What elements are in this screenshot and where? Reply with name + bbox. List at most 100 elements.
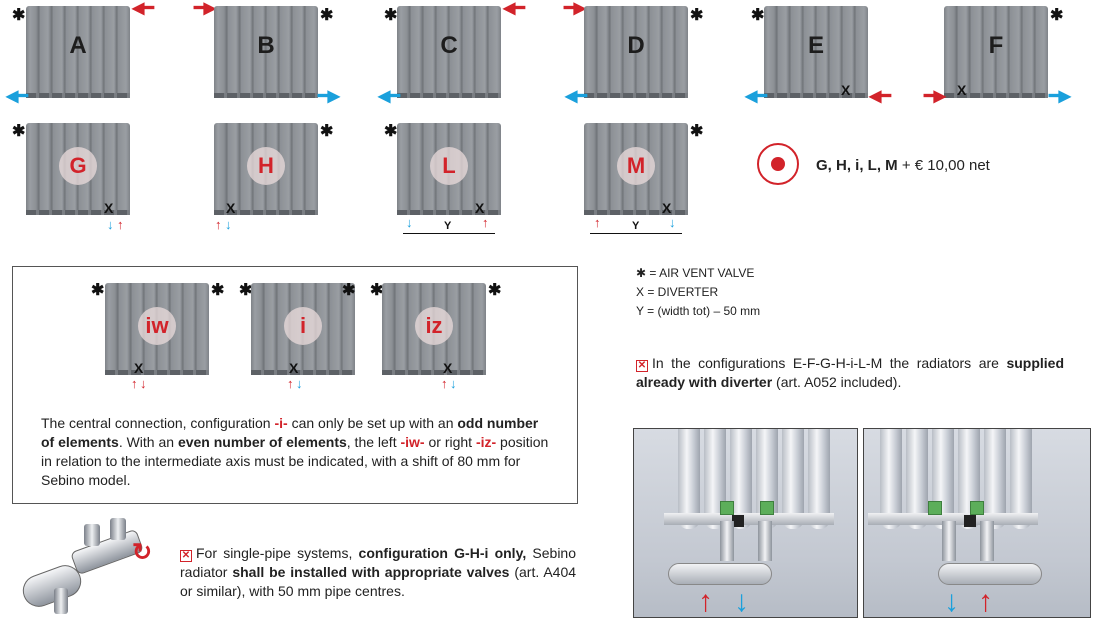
outlet-arrow-icon: ↓: [406, 215, 413, 230]
valve-product-image: ↻: [14, 518, 160, 616]
config-letter: L: [430, 147, 468, 185]
radiator: i: [251, 283, 355, 375]
outlet-arrow-icon: ↓: [734, 585, 749, 618]
inlet-arrow-icon: ↑: [698, 585, 713, 618]
price-badge-icon: [757, 143, 799, 185]
valve-note: ✕For single-pipe systems, configuration …: [180, 545, 577, 599]
radiator: B: [214, 6, 318, 98]
air-vent-icon: ✱: [384, 123, 398, 140]
config-letter: E: [807, 32, 824, 59]
diverter-mark: X: [226, 200, 236, 216]
diverter-note: ✕In the configurations E-F-G-H-i-L-M the…: [636, 355, 1064, 390]
diverter-mark: X: [475, 200, 485, 216]
inlet-arrow-icon: ━▶: [194, 0, 216, 17]
air-vent-icon: ✱: [342, 282, 356, 299]
symbol-legend: ✱ = AIR VENT VALVE X = DIVERTER Y = (wid…: [636, 264, 760, 321]
diverter-mark: X: [134, 360, 144, 376]
diverter-mark: X: [443, 360, 453, 376]
config-letter: iz: [415, 307, 453, 345]
central-connection-text: The central connection, configuration -i…: [41, 415, 549, 488]
diverter-mark: X: [289, 360, 299, 376]
dimension-line: [590, 233, 682, 234]
radiator: iw: [105, 283, 209, 375]
air-vent-icon: ✱: [211, 282, 225, 299]
legend-diverter: X = DIVERTER: [636, 285, 719, 299]
checkbox-icon: ✕: [180, 550, 192, 562]
radiator: G: [26, 123, 130, 215]
diverter-mark: X: [104, 200, 114, 216]
inlet-arrow-icon: ━▶: [924, 88, 946, 105]
config-letter: A: [69, 32, 87, 59]
inlet-arrow-icon: ↑: [215, 217, 222, 232]
inlet-arrow-icon: ↑: [287, 376, 294, 391]
config-letter: G: [59, 147, 97, 185]
inlet-arrow-icon: ↑: [978, 585, 993, 618]
inlet-arrow-icon: ↑: [594, 215, 601, 230]
outlet-arrow-icon: ◀━: [378, 88, 400, 105]
air-vent-icon: ✱: [488, 282, 502, 299]
config-letter: M: [617, 147, 655, 185]
air-vent-icon: ✱: [690, 7, 704, 24]
air-vent-icon: ✱: [1050, 7, 1064, 24]
price-configs: G, H, i, L, M: [816, 157, 898, 174]
config-letter: F: [988, 32, 1004, 59]
inlet-arrow-icon: ↓: [140, 376, 147, 391]
outlet-arrow-icon: ━▶: [1049, 88, 1071, 105]
air-vent-icon: ✱: [12, 123, 26, 140]
price-note: G, H, i, L, M + € 10,00 net: [816, 157, 990, 174]
inlet-arrow-icon: ↑: [441, 376, 448, 391]
air-vent-icon: ✱: [320, 7, 334, 24]
inlet-arrow-icon: ◀━: [869, 88, 891, 105]
outlet-arrow-icon: ↓: [296, 376, 303, 391]
config-letter: D: [627, 32, 645, 59]
config-letter: i: [284, 307, 322, 345]
outlet-arrow-icon: ↓: [944, 585, 959, 618]
air-vent-icon: ✱: [370, 282, 384, 299]
outlet-arrow-icon: ↓: [669, 215, 676, 230]
config-letter: B: [257, 32, 275, 59]
config-letter: C: [440, 32, 458, 59]
price-value: + € 10,00 net: [901, 157, 990, 174]
installation-photo-right: ↓ ↑: [863, 428, 1091, 618]
legend-air-vent: ✱ = AIR VENT VALVE: [636, 266, 755, 280]
radiator: F: [944, 6, 1048, 98]
inlet-arrow-icon: ↑: [482, 215, 489, 230]
outlet-arrow-icon: ◀━: [565, 88, 587, 105]
radiator: A: [26, 6, 130, 98]
outlet-arrow-icon: ━▶: [318, 88, 340, 105]
legend-width: Y = (width tot) – 50 mm: [636, 304, 761, 318]
air-vent-icon: ✱: [690, 123, 704, 140]
diverter-mark: X: [662, 200, 672, 216]
inlet-arrow-icon: ↑: [117, 217, 124, 232]
outlet-arrow-icon: ↓: [225, 217, 232, 232]
inlet-arrow-icon: ↑: [131, 376, 138, 391]
radiator: M: [584, 123, 688, 215]
dimension-line: [403, 233, 495, 234]
radiator: L: [397, 123, 501, 215]
central-connection-box: ✱ iw ✱ X ↑ ↓ ✱ i ✱ X ↑ ↓ ✱ iz ✱ X ↑ ↓ Th…: [12, 266, 578, 504]
air-vent-icon: ✱: [751, 7, 765, 24]
diverter-mark: X: [841, 82, 851, 98]
radiator: iz: [382, 283, 486, 375]
air-vent-icon: ✱: [320, 123, 334, 140]
outlet-arrow-icon: ◀━: [745, 88, 767, 105]
diverter-mark: X: [957, 82, 967, 98]
config-letter: H: [247, 147, 285, 185]
air-vent-icon: ✱: [384, 7, 398, 24]
rotate-icon: ↻: [132, 539, 153, 566]
radiator: D: [584, 6, 688, 98]
dimension-label: Y: [444, 220, 452, 232]
installation-photo-left: ↑ ↓: [633, 428, 858, 618]
config-letter: iw: [138, 307, 176, 345]
dimension-label: Y: [632, 220, 640, 232]
outlet-arrow-icon: ↓: [450, 376, 457, 391]
radiator: C: [397, 6, 501, 98]
air-vent-icon: ✱: [12, 7, 26, 24]
air-vent-icon: ✱: [239, 282, 253, 299]
outlet-arrow-icon: ↓: [107, 217, 114, 232]
inlet-arrow-icon: ◀━: [503, 0, 525, 17]
air-vent-icon: ✱: [91, 282, 105, 299]
radiator: E: [764, 6, 868, 98]
checkbox-icon: ✕: [636, 360, 648, 372]
inlet-arrow-icon: ━▶: [564, 0, 586, 17]
